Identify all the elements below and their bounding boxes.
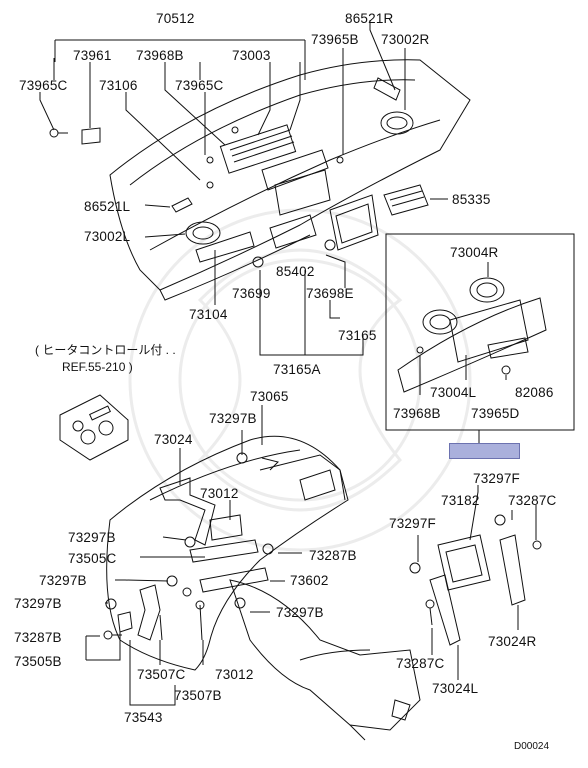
- heater-note-line1: ( ヒータコントロール付 . .: [35, 343, 176, 357]
- label-73297B-b: 73297B: [68, 530, 116, 545]
- inset-box: [385, 233, 575, 431]
- label-82086: 82086: [515, 385, 554, 400]
- label-73287C-b: 73287C: [396, 656, 445, 671]
- label-73602: 73602: [290, 573, 329, 588]
- label-73004L: 73004L: [430, 385, 477, 400]
- label-73182: 73182: [441, 493, 480, 508]
- label-86521R: 86521R: [345, 11, 394, 26]
- label-73297B-e: 73297B: [276, 605, 324, 620]
- label-73965D: 73965D: [471, 406, 520, 421]
- label-73965C-left: 73965C: [19, 78, 68, 93]
- label-73287C-a: 73287C: [508, 493, 557, 508]
- label-73507C: 73507C: [137, 667, 186, 682]
- upper-dashboard-outline: [109, 59, 471, 291]
- label-73165A: 73165A: [273, 362, 321, 377]
- label-85335: 85335: [452, 192, 491, 207]
- label-73698E: 73698E: [306, 286, 354, 301]
- label-73287B-a: 73287B: [309, 548, 357, 563]
- label-73968B-inset: 73968B: [393, 406, 441, 421]
- left-vent: [185, 221, 221, 245]
- label-73968B: 73968B: [136, 48, 184, 63]
- label-73297F-a: 73297F: [473, 471, 520, 486]
- label-73003: 73003: [232, 48, 271, 63]
- diagram-code: D00024: [514, 741, 550, 752]
- label-70512: 70512: [156, 11, 195, 26]
- label-73002L: 73002L: [84, 229, 131, 244]
- heater-control-panel: [59, 394, 129, 461]
- label-73106: 73106: [99, 78, 138, 93]
- watermark-emblem: [128, 208, 472, 552]
- label-73505B: 73505B: [14, 654, 62, 669]
- label-73287B-b: 73287B: [14, 630, 62, 645]
- label-73024R: 73024R: [488, 634, 537, 649]
- label-73104: 73104: [189, 307, 228, 322]
- label-73024L: 73024L: [432, 681, 479, 696]
- label-73002R: 73002R: [381, 32, 430, 47]
- label-73965C-mid: 73965C: [175, 78, 224, 93]
- label-73505C: 73505C: [68, 551, 117, 566]
- center-vent: [219, 124, 297, 174]
- label-85402: 85402: [276, 264, 315, 279]
- highlight-box: [449, 443, 520, 459]
- label-73961: 73961: [73, 48, 112, 63]
- label-73065: 73065: [250, 389, 289, 404]
- right-side-brackets: [409, 514, 542, 646]
- label-73507B: 73507B: [174, 688, 222, 703]
- label-73165: 73165: [338, 328, 377, 343]
- label-73024: 73024: [154, 432, 193, 447]
- label-73543: 73543: [124, 710, 163, 725]
- inset-dashboard: [397, 277, 547, 393]
- label-73012-b: 73012: [215, 667, 254, 682]
- right-vent: [380, 111, 414, 135]
- label-73297B-d: 73297B: [14, 596, 62, 611]
- label-73297B-c: 73297B: [39, 573, 87, 588]
- label-73297F-b: 73297F: [389, 516, 436, 531]
- label-73297B-a: 73297B: [209, 411, 257, 426]
- center-console: [229, 579, 421, 731]
- label-73004R: 73004R: [450, 245, 499, 260]
- label-86521L: 86521L: [84, 199, 131, 214]
- label-73012-a: 73012: [200, 486, 239, 501]
- label-73699: 73699: [232, 286, 271, 301]
- heater-note-ref: REF.55-210 ): [62, 360, 133, 374]
- bracket-73024: [159, 477, 216, 546]
- label-73965B: 73965B: [311, 32, 359, 47]
